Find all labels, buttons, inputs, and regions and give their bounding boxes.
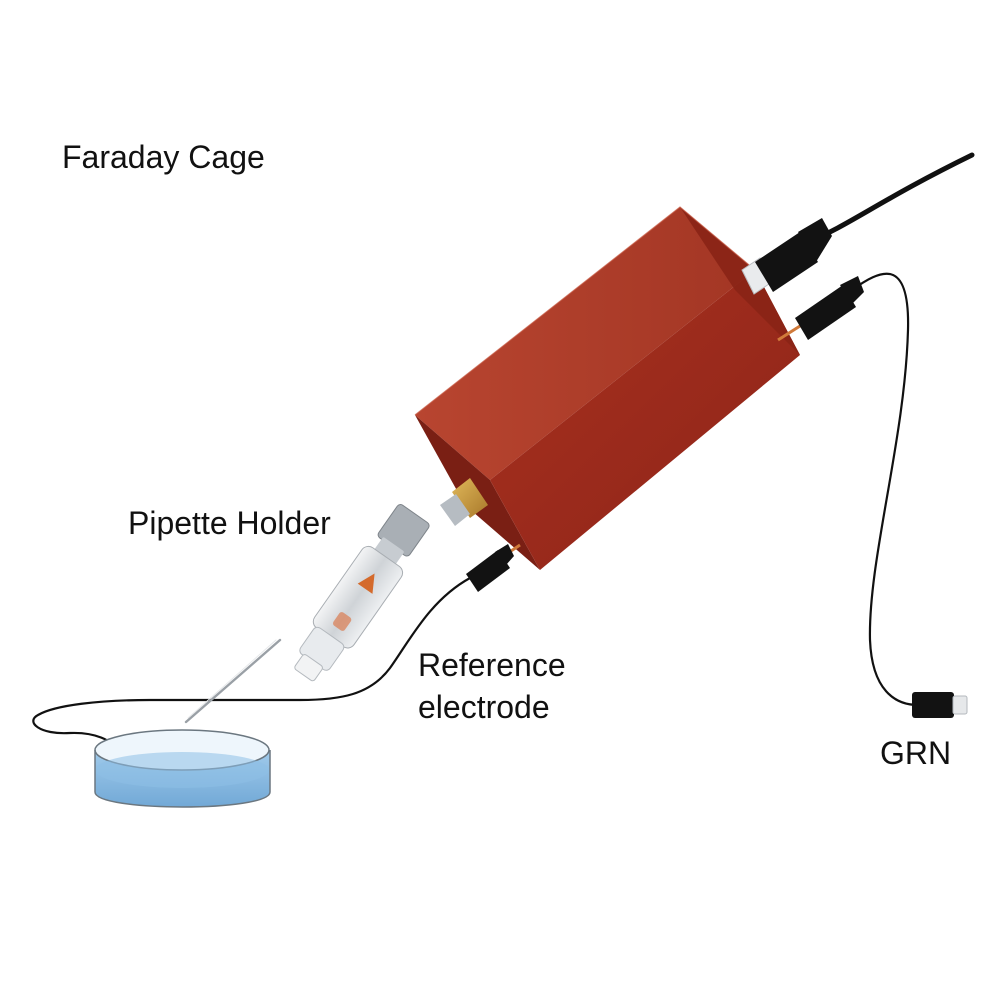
ground-label: GRN [880, 735, 952, 771]
reference-electrode-label-line1: Reference [418, 647, 566, 683]
faraday-cage-label: Faraday Cage [62, 139, 265, 175]
reference-electrode-wire [32, 576, 472, 754]
reference-electrode-label-line2: electrode [418, 689, 550, 725]
sma-connector [440, 478, 488, 526]
ground-connector [777, 276, 864, 342]
ground-cable [850, 272, 920, 707]
output-cable [805, 152, 975, 245]
reference-electrode-label: Reference electrode [418, 644, 566, 728]
pipette-holder-label: Pipette Holder [128, 505, 331, 541]
ground-plug [912, 692, 968, 718]
glass-pipette [184, 638, 282, 724]
reference-electrode-clip [466, 543, 521, 592]
pipette-holder [294, 504, 430, 682]
petri-dish [94, 729, 271, 808]
output-connector [741, 218, 832, 295]
